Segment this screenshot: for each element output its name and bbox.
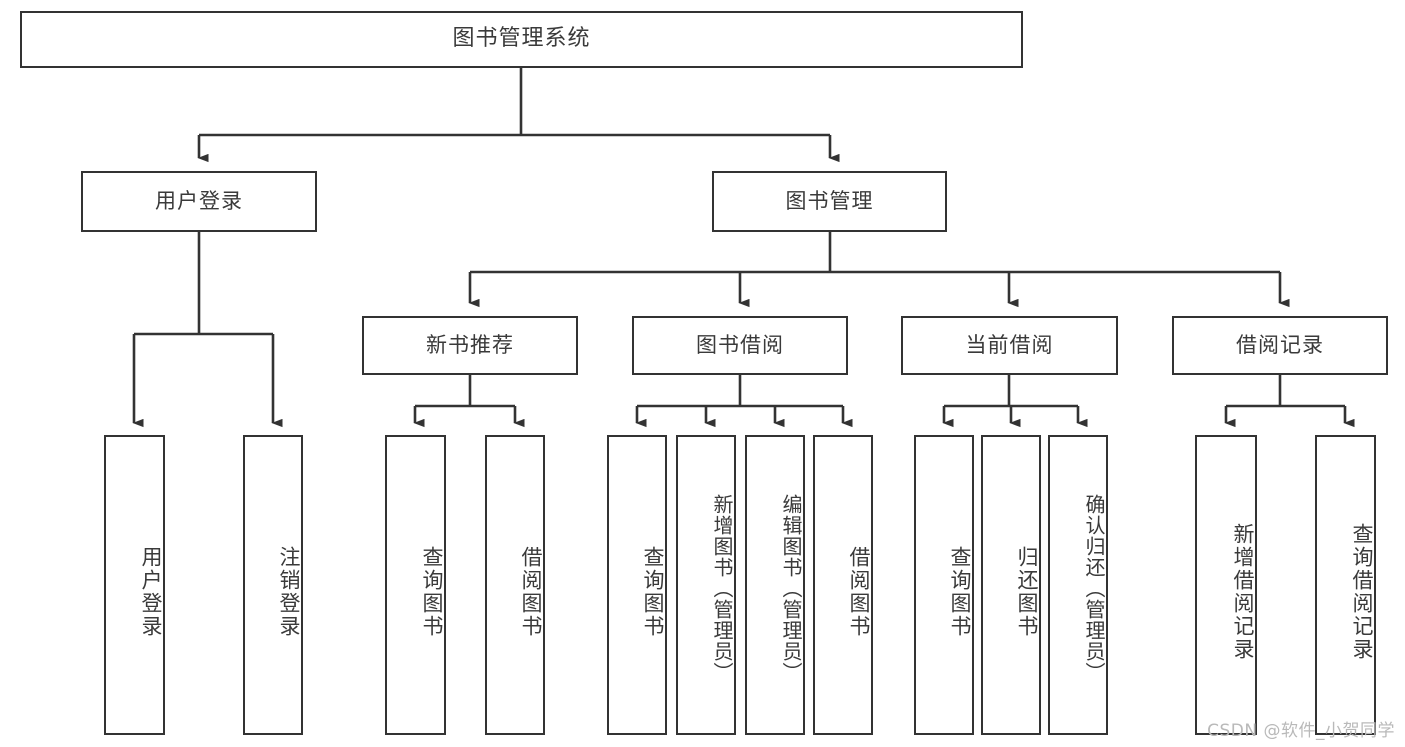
node-book-management[interactable]: 图书管理 (712, 171, 947, 232)
leaf-node-user-logout[interactable]: 注销登录 (243, 435, 303, 735)
leaf-node-borrow-book[interactable]: 借阅图书 (813, 435, 873, 735)
leaf-node-query-borrow-record[interactable]: 查询借阅记录 (1315, 435, 1376, 735)
leaf-node-confirm-return-admin[interactable]: 确认归还（管理员） (1048, 435, 1108, 735)
node-new-book-recommendation[interactable]: 新书推荐 (362, 316, 578, 375)
edge-root-to-level2 (197, 68, 840, 163)
edge-borrow-record-to-leaves (1224, 375, 1355, 428)
edge-user-login-to-leaves (132, 232, 283, 428)
leaf-node-edit-book-admin[interactable]: 编辑图书（管理员） (745, 435, 805, 735)
edge-current-borrow-to-leaves (942, 375, 1088, 428)
node-book-borrowing[interactable]: 图书借阅 (632, 316, 848, 375)
leaf-node-add-book-admin[interactable]: 新增图书（管理员） (676, 435, 736, 735)
node-current-borrowing[interactable]: 当前借阅 (901, 316, 1118, 375)
node-borrowing-record[interactable]: 借阅记录 (1172, 316, 1388, 375)
edge-new-book-rec-to-leaves (413, 375, 525, 428)
node-user-login[interactable]: 用户登录 (81, 171, 317, 232)
edge-book-borrow-to-leaves (635, 375, 853, 428)
leaf-node-query-book-recommendation[interactable]: 查询图书 (385, 435, 446, 735)
leaf-node-add-borrow-record[interactable]: 新增借阅记录 (1195, 435, 1257, 735)
csdn-watermark: CSDN @软件_小贺同学 (1207, 721, 1395, 741)
leaf-node-borrow-book-recommendation[interactable]: 借阅图书 (485, 435, 545, 735)
leaf-node-query-book-current[interactable]: 查询图书 (914, 435, 974, 735)
node-root-book-management-system[interactable]: 图书管理系统 (20, 11, 1023, 68)
edge-book-manage-to-level3 (468, 232, 1290, 308)
leaf-node-user-login[interactable]: 用户登录 (104, 435, 165, 735)
leaf-node-return-book[interactable]: 归还图书 (981, 435, 1041, 735)
leaf-node-query-book-borrow[interactable]: 查询图书 (607, 435, 667, 735)
